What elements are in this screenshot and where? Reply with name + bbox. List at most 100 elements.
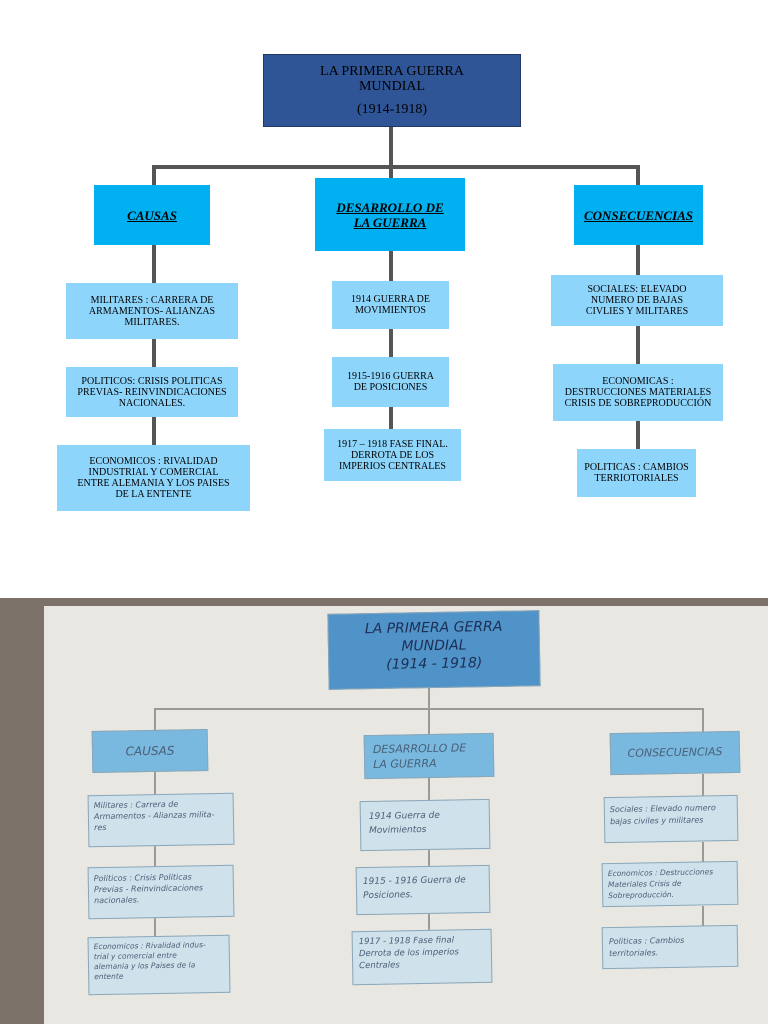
connector-causas — [152, 165, 156, 185]
poster-header-desarrollo: DESARROLLO DE LA GUERRA — [363, 732, 495, 780]
item-text-line: SOCIALES: ELEVADO — [587, 284, 687, 295]
item-text-line: ECONOMICOS : RIVALIDAD — [89, 456, 218, 467]
poster-item-line: territoriales. — [609, 948, 659, 959]
title-box: LA PRIMERA GUERRA MUNDIAL (1914-1918) — [263, 54, 521, 127]
connector-title-down — [389, 127, 393, 167]
connector-causas-2 — [152, 339, 156, 367]
poster-header-causas-label: CAUSAS — [125, 743, 175, 759]
poster-item-line: res — [94, 822, 107, 833]
item-text-line: IMPERIOS CENTRALES — [339, 460, 446, 472]
poster-item-line: nacionales. — [94, 895, 140, 906]
poster-causas-item-economicos: Economicos : Rivalidad indus- trial y co… — [87, 934, 231, 996]
connector-consecuencias-2 — [636, 326, 640, 364]
item-text-line: MILITARES : CARRERA DE — [90, 294, 214, 306]
pencil-line — [154, 918, 156, 936]
item-text-line: CRISIS DE SOBREPRODUCCIÓN — [564, 398, 712, 409]
item-text-line: CIVLIES Y MILITARES — [585, 306, 689, 317]
title-line-2: MUNDIAL — [358, 79, 426, 94]
connector-desarrollo-1 — [389, 251, 393, 281]
item-text-line: ECONOMICAS : — [602, 376, 674, 387]
title-line-3: (1914-1918) — [357, 102, 427, 117]
connector-desarrollo-2 — [389, 329, 393, 357]
pencil-line — [154, 772, 156, 794]
poster-item-line: Centrales — [359, 960, 400, 972]
item-text-line: ARMAMENTOS- ALIANZAS — [88, 305, 216, 317]
header-causas-label: CAUSAS — [127, 207, 177, 223]
connector-desarrollo-3 — [389, 407, 393, 429]
header-desarrollo-line-2: LA GUERRA — [353, 214, 427, 230]
causas-item-politicos: POLITICOS: CRISIS POLITICAS PREVIAS- REI… — [66, 367, 238, 417]
poster-title-line-3: (1914 - 1918) — [386, 655, 483, 673]
item-text-line: 1915-1916 GUERRA — [347, 371, 434, 382]
desarrollo-item-1914: 1914 GUERRA DE MOVIMIENTOS — [332, 281, 449, 329]
causas-item-economicos: ECONOMICOS : RIVALIDAD INDUSTRIAL Y COME… — [57, 445, 250, 511]
pencil-line — [154, 846, 156, 866]
item-text-line: 1917 – 1918 FASE FINAL. — [337, 438, 448, 450]
pencil-line — [702, 906, 704, 926]
connector-desarrollo — [389, 165, 393, 179]
poster-header-consecuencias-label: CONSECUENCIAS — [627, 745, 723, 760]
poster-header-desarrollo-line-2: LA GUERRA — [373, 756, 437, 771]
consecuencias-item-politicas: POLITICAS : CAMBIOS TERRIOTORIALES — [577, 449, 696, 497]
header-consecuencias-label: CONSECUENCIAS — [583, 207, 694, 223]
pencil-line — [702, 842, 704, 862]
item-text-line: DE LA ENTENTE — [115, 489, 192, 500]
poster-photo: LA PRIMERA GERRA MUNDIAL (1914 - 1918) C… — [0, 598, 768, 1024]
poster-consecuencias-item-sociales: Sociales : Elevado numero bajas civiles … — [603, 794, 739, 844]
poster-item-line: entente — [94, 971, 124, 982]
poster-desarrollo-item-1917: 1917 - 1918 Fase final Derrota de los im… — [351, 928, 493, 986]
connector-consecuencias-3 — [636, 421, 640, 449]
header-consecuencias: CONSECUENCIAS — [574, 185, 703, 245]
title-line-1: LA PRIMERA GUERRA — [320, 64, 464, 79]
pencil-line — [702, 708, 704, 732]
poster-consecuencias-item-politicas: Politicas : Cambios territoriales. — [601, 924, 739, 970]
consecuencias-item-economicas: ECONOMICAS : DESTRUCCIONES MATERIALES CR… — [553, 364, 723, 421]
pencil-line — [702, 774, 704, 796]
item-text-line: NUMERO DE BAJAS — [590, 295, 684, 306]
item-text-line: POLITICAS : CAMBIOS — [584, 462, 689, 473]
header-causas: CAUSAS — [94, 185, 210, 245]
poster-causas-item-politicos: Politicos : Crisis Politicas Previas - R… — [87, 864, 235, 920]
header-desarrollo: DESARROLLO DE LA GUERRA — [315, 178, 465, 251]
item-text-line: DESTRUCCIONES MATERIALES — [564, 387, 712, 398]
desarrollo-item-1915: 1915-1916 GUERRA DE POSICIONES — [332, 357, 449, 407]
connector-causas-3 — [152, 417, 156, 445]
item-text-line: MOVIMIENTOS — [355, 305, 426, 316]
poster-desarrollo-item-1914: 1914 Guerra de Movimientos — [359, 798, 491, 852]
poster-item-line: Sociales : Elevado numero — [609, 803, 716, 815]
causas-item-militares: MILITARES : CARRERA DE ARMAMENTOS- ALIAN… — [66, 283, 238, 339]
connector-consecuencias-1 — [636, 245, 640, 275]
consecuencias-item-sociales: SOCIALES: ELEVADO NUMERO DE BAJAS CIVLIE… — [551, 275, 723, 326]
poster-item-line: Sobreproducción. — [608, 889, 675, 901]
connector-consecuencias — [636, 165, 640, 185]
pencil-line — [428, 708, 430, 734]
item-text-line: POLITICOS: CRISIS POLITICAS — [81, 375, 223, 387]
poster-causas-item-militares: Militares : Carrera de Armamentos - Alia… — [87, 792, 235, 848]
pencil-line — [428, 778, 430, 800]
item-text-line: PREVIAS- REINVINDICACIONES — [77, 386, 227, 398]
connector-causas-1 — [152, 245, 156, 283]
poster-header-consecuencias: CONSECUENCIAS — [609, 730, 741, 776]
item-text-line: DE POSICIONES — [353, 382, 428, 393]
desarrollo-item-1917: 1917 – 1918 FASE FINAL. DERROTA DE LOS I… — [324, 429, 461, 481]
pencil-line — [428, 686, 430, 710]
poster-item-line: bajas civiles y militares — [609, 815, 704, 827]
poster-paper: LA PRIMERA GERRA MUNDIAL (1914 - 1918) C… — [44, 606, 768, 1024]
item-text-line: TERRIOTORIALES — [594, 473, 679, 484]
poster-header-causas: CAUSAS — [91, 728, 209, 774]
item-text-line: INDUSTRIAL Y COMERCIAL — [88, 467, 219, 478]
poster-desarrollo-item-1915: 1915 - 1916 Guerra de Posiciones. — [355, 864, 491, 916]
header-desarrollo-line-1: DESARROLLO DE — [336, 199, 444, 215]
poster-title-box: LA PRIMERA GERRA MUNDIAL (1914 - 1918) — [327, 610, 541, 690]
item-text-line: NACIONALES. — [118, 397, 186, 409]
poster-item-line: Movimientos — [369, 824, 427, 836]
pencil-line — [428, 914, 430, 930]
pencil-line — [428, 850, 430, 866]
poster-item-line: 1915 - 1916 Guerra de — [362, 875, 466, 888]
poster-item-line: Armamentos - Alianzas milita- — [93, 810, 215, 822]
item-text-line: MILITARES. — [124, 316, 180, 328]
connector-horizontal — [152, 165, 640, 169]
item-text-line: DERROTA DE LOS — [350, 449, 435, 461]
pencil-line — [154, 708, 156, 730]
poster-item-line: Posiciones. — [363, 890, 414, 902]
